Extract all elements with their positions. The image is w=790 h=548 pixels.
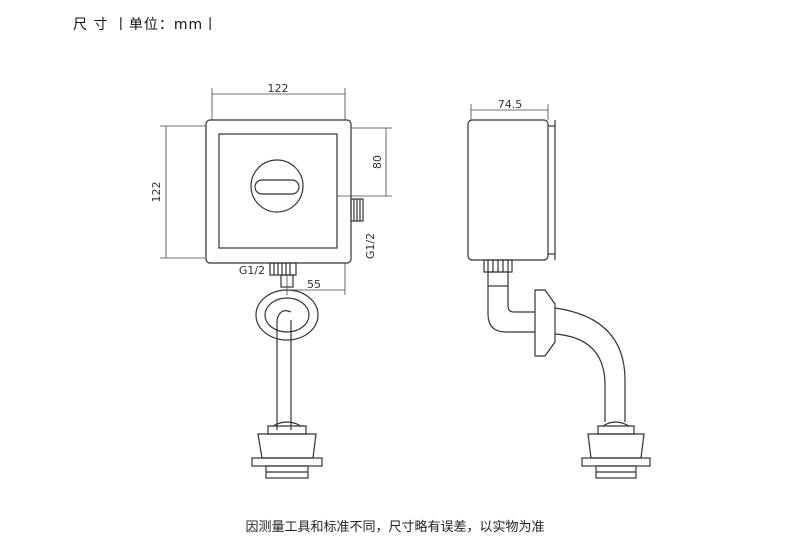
page-title: 尺 寸 丨单位：mm丨 — [73, 17, 219, 33]
side-thread-label: G1/2 — [364, 233, 377, 259]
side-depth-label: 74.5 — [498, 98, 523, 111]
disclaimer-note: 因测量工具和标准不同，尺寸略有误差，以实物为准 — [245, 520, 545, 535]
front-view-dimensions — [160, 88, 392, 295]
inner-height-label: 80 — [371, 155, 384, 169]
outlet-offset-label: 55 — [307, 278, 321, 291]
front-height-label: 122 — [150, 182, 163, 203]
front-view-body — [205, 119, 364, 479]
bottom-thread-label: G1/2 — [239, 264, 265, 277]
side-view-body — [467, 119, 651, 479]
front-width-label: 122 — [268, 82, 289, 95]
side-view-dimensions — [470, 104, 549, 120]
